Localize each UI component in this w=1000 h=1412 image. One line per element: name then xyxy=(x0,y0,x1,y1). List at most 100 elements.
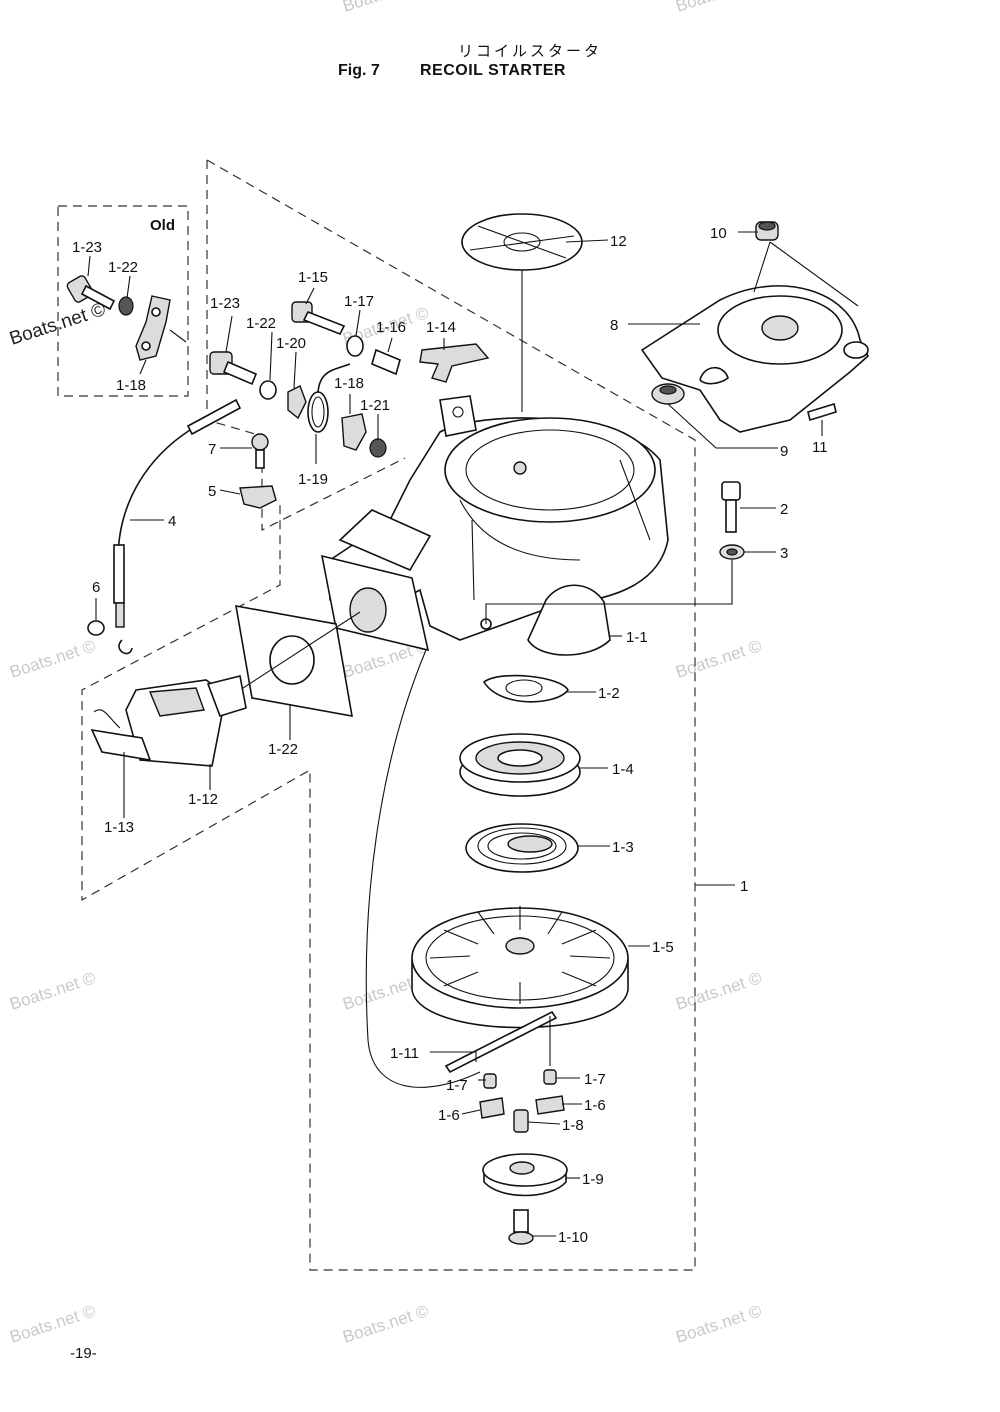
callout-label: 1-1 xyxy=(626,629,648,646)
bolt-1-23-old xyxy=(66,275,116,311)
callout-label: 10 xyxy=(710,225,727,242)
case-hole xyxy=(497,749,543,767)
housing-rib xyxy=(459,499,581,561)
housing-cone xyxy=(527,584,611,656)
bolt-head xyxy=(721,481,741,501)
watermark: Boats.net © xyxy=(340,1301,431,1347)
leader-line xyxy=(430,1051,477,1062)
callout-label: 1-22 xyxy=(246,315,276,332)
inset-label-old: Old xyxy=(150,217,175,234)
callout-label: 9 xyxy=(780,443,788,460)
rope-guide-hole xyxy=(349,587,387,633)
callout-label: 7 xyxy=(208,441,216,458)
spring-1-8 xyxy=(513,1109,529,1133)
spring-coil xyxy=(311,396,325,428)
gasket-hole xyxy=(269,635,315,685)
lever-1-14 xyxy=(419,343,490,383)
collar-1-22-old xyxy=(118,296,134,316)
housing-arm xyxy=(338,509,432,572)
callout-label: 1-16 xyxy=(376,319,406,336)
leader-line xyxy=(139,359,147,375)
leader-line xyxy=(269,331,273,381)
bolt-2 xyxy=(721,481,741,533)
watermark: Boats.net © xyxy=(673,0,764,16)
bolt-thread xyxy=(302,310,346,336)
grommet-hole xyxy=(659,385,677,395)
spring-coil xyxy=(487,832,557,860)
leader-line xyxy=(485,560,733,624)
callout-label: 1-19 xyxy=(298,471,328,488)
spring-left xyxy=(483,1073,497,1089)
pin-1-16 xyxy=(371,348,401,376)
washer-3-hole xyxy=(726,548,738,556)
bolt-1-10 xyxy=(508,1209,534,1245)
cover-center xyxy=(761,315,799,341)
housing-rib xyxy=(619,459,651,541)
bolt-1-15 xyxy=(291,301,346,336)
rope-1-11 xyxy=(444,1010,558,1074)
watermark: Boats.net © xyxy=(673,1301,764,1347)
lever-1-18-old xyxy=(135,295,171,361)
pawl-left xyxy=(479,1097,505,1119)
spacer-1-2 xyxy=(482,674,569,703)
plate-1-20 xyxy=(287,385,307,420)
reel-1-5 xyxy=(411,906,629,1029)
leader-line xyxy=(87,255,91,277)
handle-1-12 xyxy=(125,675,247,767)
assembly-1-boundary xyxy=(81,159,696,1271)
starter-housing-1-1 xyxy=(320,395,669,656)
callout-label: 12 xyxy=(610,233,627,250)
leader-line xyxy=(461,1109,481,1115)
callout-label: 1-13 xyxy=(104,819,134,836)
diagram-title-japanese: リコイルスタータ xyxy=(457,42,602,60)
clip-11 xyxy=(807,402,837,422)
recoil-spring-1-3 xyxy=(465,823,579,873)
bolt-head xyxy=(508,1231,534,1245)
callout-label: 11 xyxy=(812,439,828,456)
spring-1-19 xyxy=(307,391,329,433)
callout-label: 6 xyxy=(92,579,100,596)
rope-path xyxy=(365,649,481,1088)
housing-rib xyxy=(471,519,475,601)
callout-label: 8 xyxy=(610,317,618,334)
diagram-title: RECOIL STARTER xyxy=(420,62,566,79)
grommet-10 xyxy=(755,221,779,241)
callout-label: 1-12 xyxy=(188,791,218,808)
leader-line xyxy=(219,489,241,495)
spring-coil xyxy=(477,827,567,865)
pawl-right xyxy=(535,1095,565,1115)
callout-label: 5 xyxy=(208,483,216,500)
springs-1-7 xyxy=(483,1069,557,1089)
linkage-parts xyxy=(209,301,490,458)
callout-label: 1-21 xyxy=(360,397,390,414)
callout-labels: 1-23 1-22 1-18 1-15 1-17 1-16 1-14 1-23 … xyxy=(72,225,828,1246)
callout-label: 1-8 xyxy=(562,1117,584,1134)
plate-12-center xyxy=(503,232,541,252)
watermark: Boats.net © xyxy=(673,968,764,1014)
cable-sleeve xyxy=(113,544,125,604)
callout-label: 1-10 xyxy=(558,1229,588,1246)
cable-wire xyxy=(117,429,191,601)
cable-tip xyxy=(115,602,125,628)
housing-hub xyxy=(513,461,527,475)
watermark: Boats.net © xyxy=(7,636,98,682)
bolt-shank xyxy=(80,284,116,311)
spring-right xyxy=(543,1069,557,1085)
leader-line xyxy=(169,329,187,343)
callout-label: 1-20 xyxy=(276,335,306,352)
bolt-1-23 xyxy=(209,351,258,386)
collar-1-22 xyxy=(259,380,277,400)
callout-label: 3 xyxy=(780,545,788,562)
callout-label: 1-5 xyxy=(652,939,674,956)
cover-8 xyxy=(640,285,869,433)
reel-ribs xyxy=(429,906,611,1004)
callout-label: 1-9 xyxy=(582,1171,604,1188)
callout-label: 1-3 xyxy=(612,839,634,856)
callout-label: 1-22 xyxy=(268,741,298,758)
callout-label: 1-18 xyxy=(334,375,364,392)
watermark: Boats.net © xyxy=(7,1301,98,1347)
spring-arm xyxy=(317,363,351,393)
handle-top xyxy=(148,687,205,717)
